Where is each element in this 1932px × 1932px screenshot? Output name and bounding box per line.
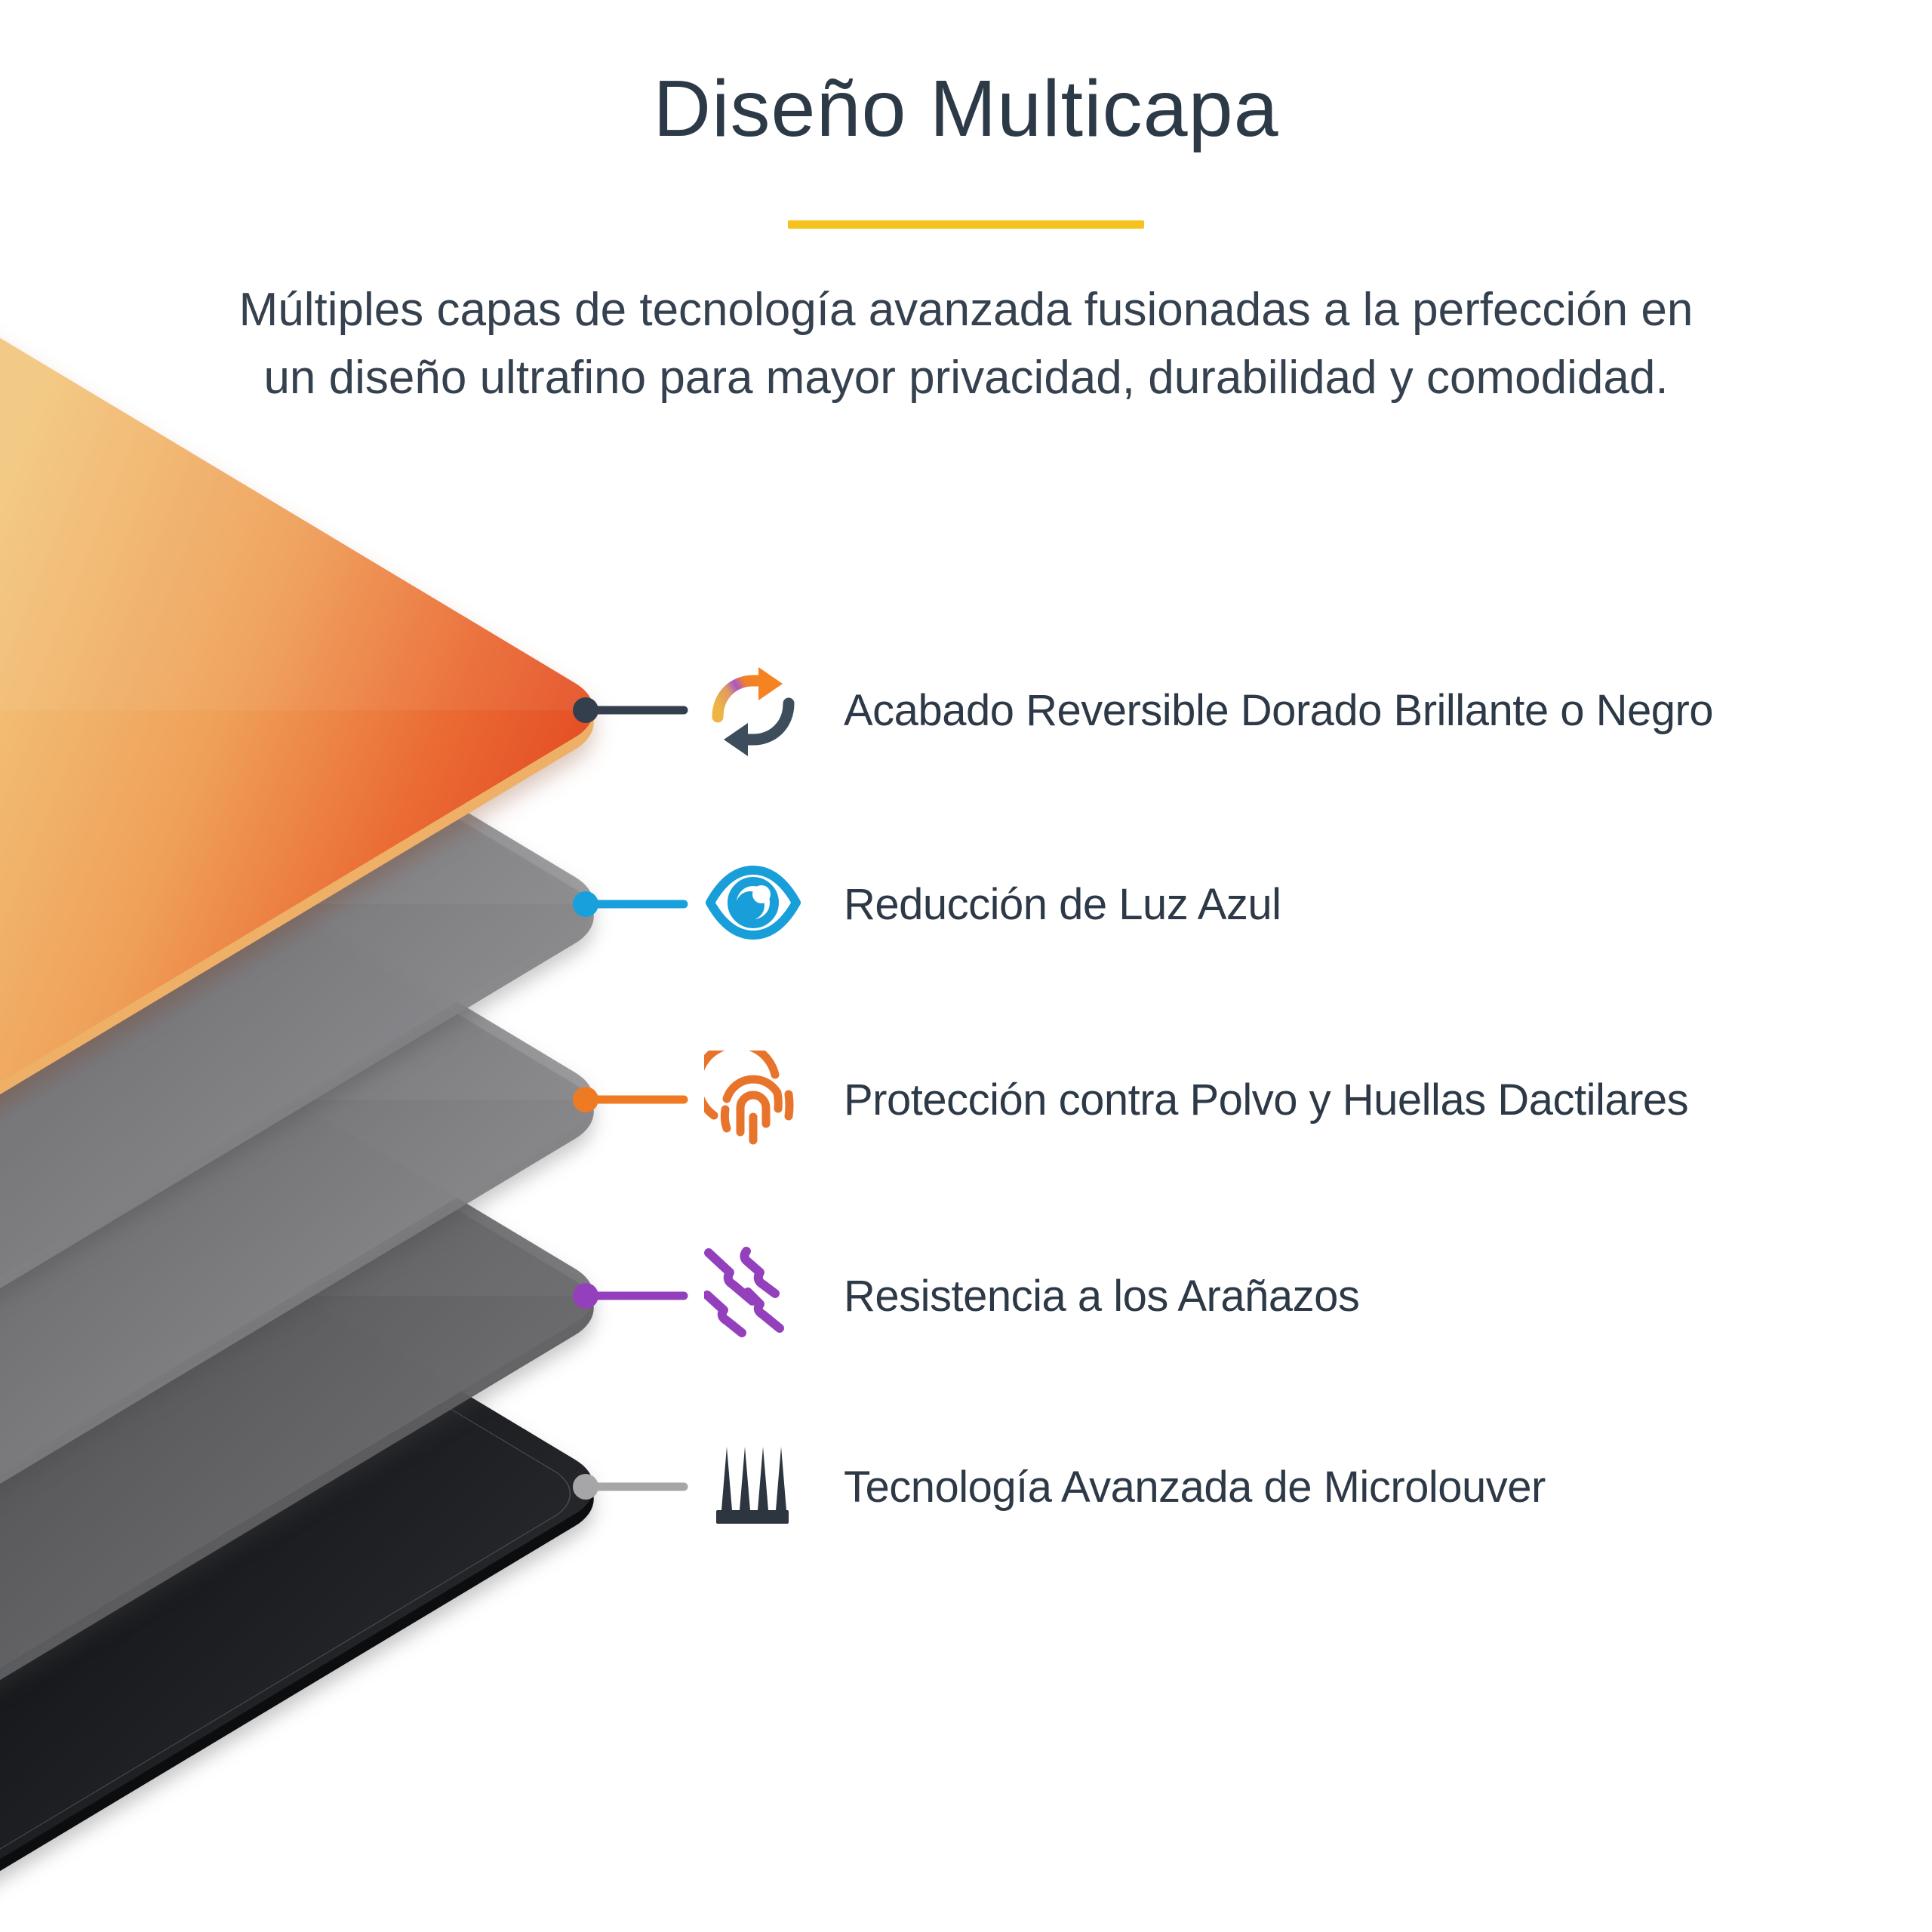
feature-microlouver: Tecnología Avanzada de Microlouver: [704, 1438, 1546, 1536]
feature-label: Acabado Reversible Dorado Brillante o Ne…: [844, 685, 1714, 735]
feature-label: Protección contra Polvo y Huellas Dactil…: [844, 1075, 1689, 1124]
page-title: Diseño Multicapa: [653, 64, 1279, 153]
scratch-lines-icon: [704, 1247, 784, 1337]
connector-microlouver: [573, 1474, 688, 1500]
connector-acabado-reversible: [573, 697, 688, 723]
reversible-arrows-icon: [712, 667, 795, 756]
title-underline: [788, 220, 1144, 229]
connector-resistencia-aranazos: [573, 1283, 688, 1309]
eye-icon: [706, 866, 801, 940]
subtitle-line-1: Múltiples capas de tecnología avanzada f…: [238, 284, 1694, 336]
fingerprint-icon: [704, 1051, 794, 1145]
microlouver-comb-icon: [716, 1447, 789, 1524]
feature-label: Resistencia a los Arañazos: [844, 1271, 1360, 1321]
feature-acabado-reversible: Acabado Reversible Dorado Brillante o Ne…: [704, 661, 1714, 759]
feature-resistencia-aranazos: Resistencia a los Arañazos: [704, 1247, 1360, 1345]
feature-label: Reducción de Luz Azul: [844, 879, 1281, 929]
feature-reduccion-luz-azul: Reducción de Luz Azul: [704, 855, 1281, 953]
page-subtitle: Múltiples capas de tecnología avanzada f…: [0, 276, 1932, 412]
subtitle-line-2: un diseño ultrafino para mayor privacida…: [263, 352, 1669, 404]
feature-proteccion-polvo-huellas: Protección contra Polvo y Huellas Dactil…: [704, 1051, 1689, 1149]
feature-label: Tecnología Avanzada de Microlouver: [844, 1462, 1546, 1512]
connector-reduccion-luz-azul: [573, 891, 688, 917]
connector-proteccion-polvo: [573, 1087, 688, 1112]
layer-acabado-reversible: [0, 149, 620, 1283]
